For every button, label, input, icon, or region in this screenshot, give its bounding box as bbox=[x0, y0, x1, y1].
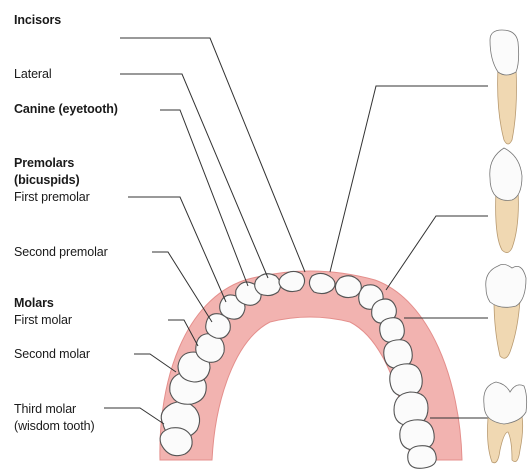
leader-second-molar bbox=[134, 354, 176, 372]
molar-tooth-illustration bbox=[484, 382, 527, 463]
canine-tooth-illustration bbox=[490, 148, 522, 253]
tooth-right-lateral-incisor bbox=[335, 276, 361, 298]
leader-right-canine bbox=[386, 216, 488, 290]
incisor-tooth-illustration bbox=[490, 30, 519, 144]
leader-right-incisor bbox=[330, 86, 488, 272]
premolar-tooth-illustration bbox=[486, 264, 526, 358]
leader-lateral bbox=[120, 74, 268, 278]
leader-incisors bbox=[120, 38, 305, 272]
tooth-right-second-premolar bbox=[380, 318, 405, 343]
tooth-right-third-molar-b bbox=[408, 446, 437, 469]
leader-first-premolar bbox=[128, 197, 226, 302]
tooth-right-second-molar bbox=[390, 364, 422, 396]
leader-third-molar bbox=[104, 408, 164, 424]
